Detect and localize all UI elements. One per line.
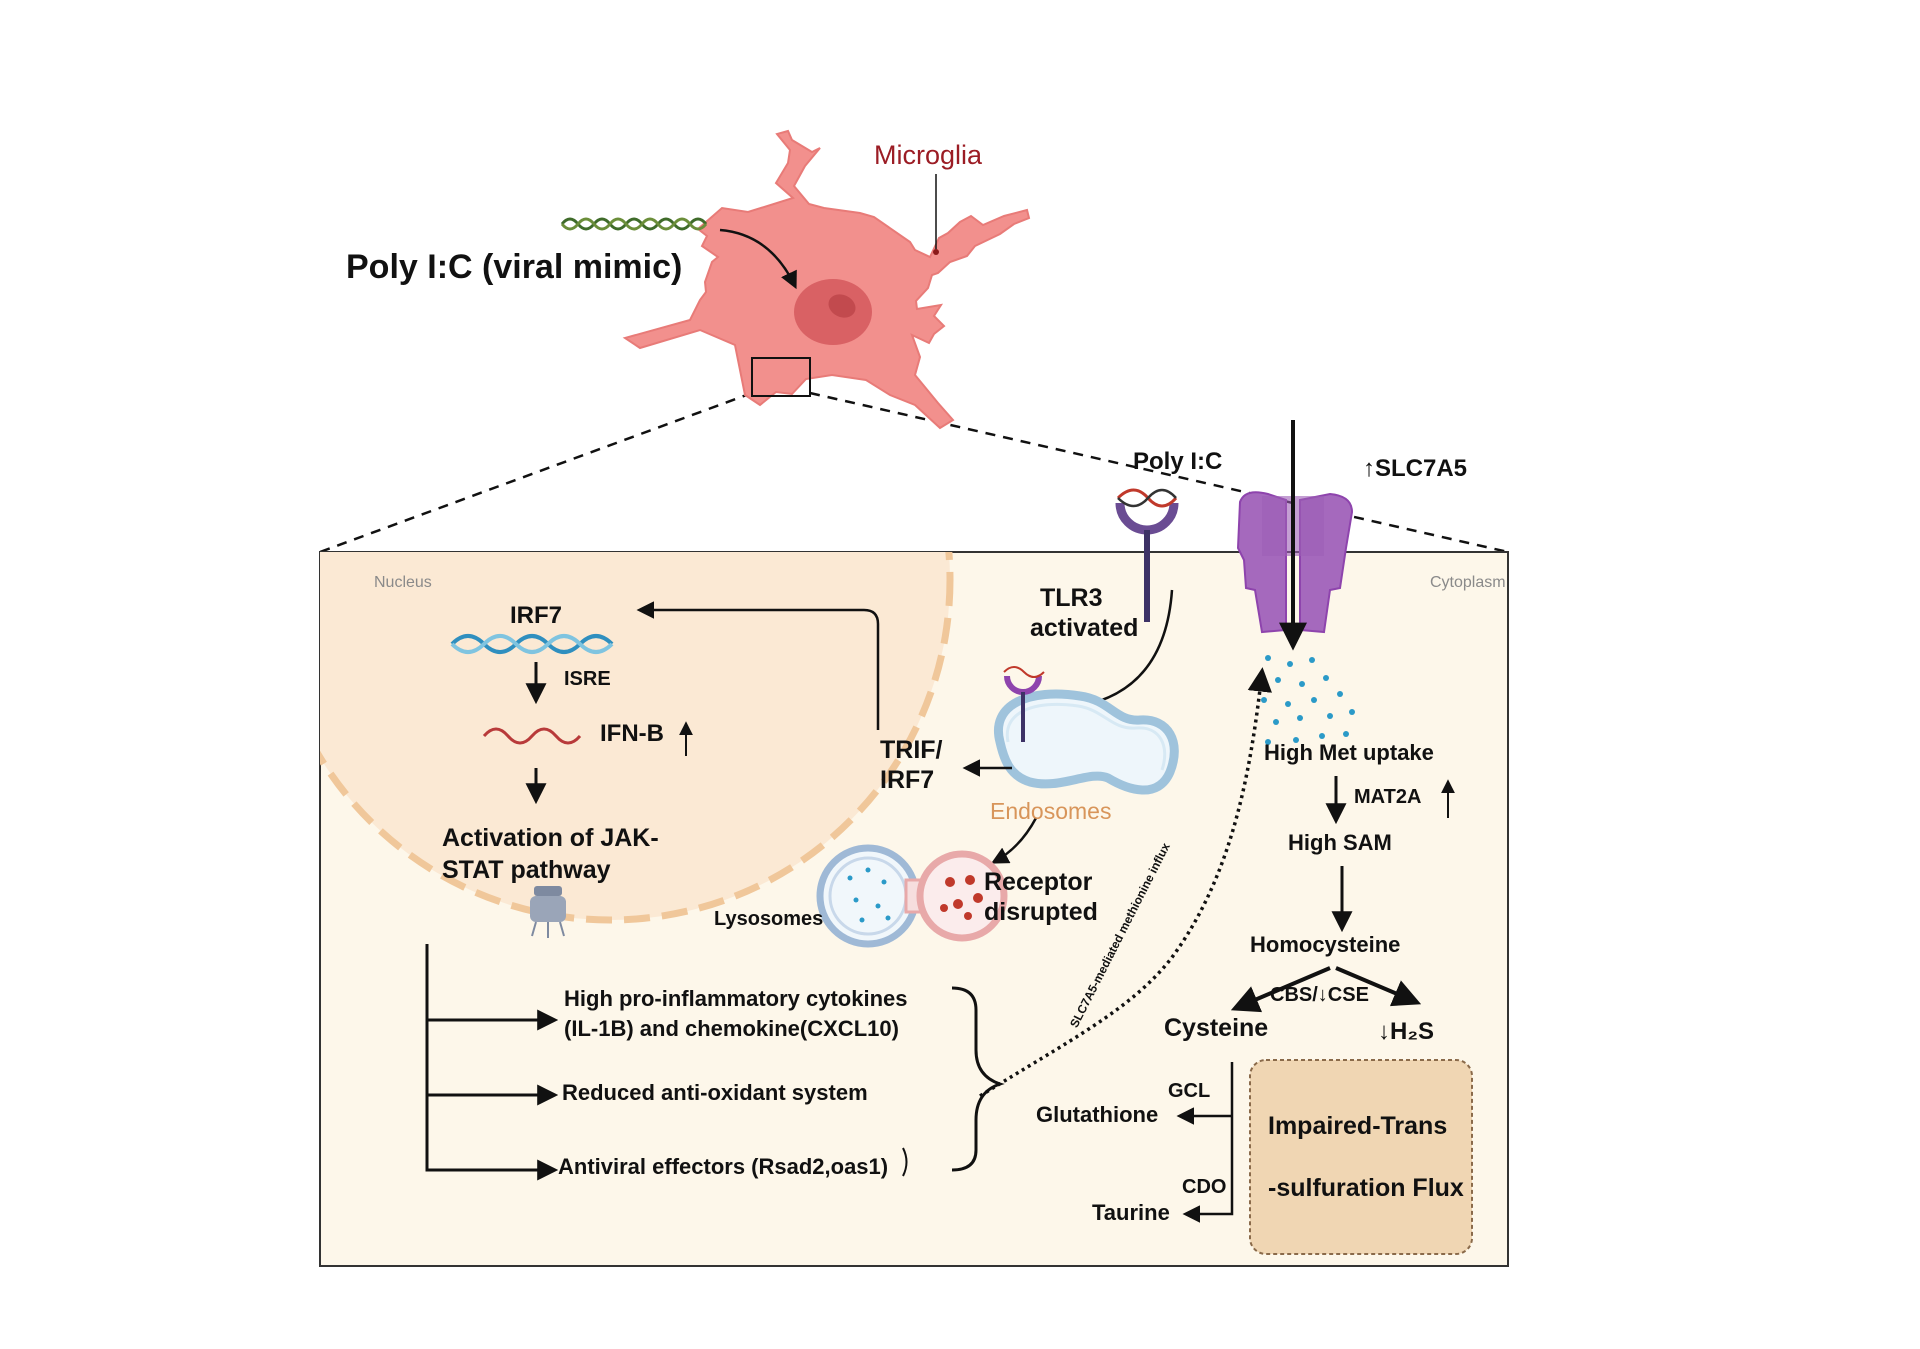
ifnb-label: IFN-B: [600, 720, 664, 747]
cytokines-label-line1: High pro-inflammatory cytokines: [564, 986, 908, 1011]
irf7-label: IRF7: [510, 602, 563, 629]
tlr3-label-line2: activated: [1030, 614, 1139, 642]
nuclear-envelope: [320, 552, 954, 924]
polyic-label: Poly I:C: [1133, 448, 1223, 475]
cbs-cse-label: CBS/↓CSE: [1270, 984, 1369, 1006]
jakstat-label-line2: STAT pathway: [442, 856, 611, 884]
receptor-label-line1: Receptor: [984, 868, 1093, 896]
homocysteine-to-h2s-arrow: [1335, 966, 1422, 1007]
microglia-pointer-dot: [933, 249, 939, 255]
endosome-icon: [994, 689, 1179, 795]
met-influx-dotted-arrow: [979, 667, 1273, 1098]
zoom-box: [751, 357, 811, 397]
jakstat-receptor-icon: [530, 886, 566, 938]
jakstat-label-line1: Activation of JAK-: [442, 824, 659, 852]
glutathione-label: Glutathione: [1036, 1102, 1159, 1127]
impaired-box: [1249, 1059, 1473, 1255]
tlr3-receptor-icon: [1115, 488, 1179, 622]
zoom-line-right: [809, 391, 1509, 554]
met-uptake-label: High Met uptake: [1264, 740, 1434, 765]
ifnb-mrna-icon: [482, 727, 582, 745]
high-sam-label: High SAM: [1288, 830, 1392, 855]
cytoplasm-label: Cytoplasm: [1430, 574, 1506, 591]
tlr3-label-line1: TLR3: [1040, 584, 1103, 612]
antiviral-label: Antiviral effectors (Rsad2,oas1): [558, 1154, 889, 1179]
h2s-label: ↓H₂S: [1378, 1018, 1435, 1045]
outcomes-bracket: [951, 986, 1005, 1172]
nucleus-region: [320, 552, 950, 920]
lysosome-icon: [816, 844, 1008, 948]
cysteine-label: Cysteine: [1164, 1014, 1269, 1042]
trif-label-line2: IRF7: [880, 766, 935, 794]
gcl-label: GCL: [1168, 1080, 1211, 1102]
methionine-dots: [1261, 655, 1355, 745]
receptor-label-line2: disrupted: [984, 898, 1098, 926]
polyic-title: Poly I:C (viral mimic): [346, 248, 683, 286]
irf7-dna-icon: [450, 634, 614, 654]
polyic-entry-arrow: [719, 228, 797, 290]
homocysteine-to-cysteine-arrow: [1230, 966, 1331, 1013]
homocysteine-label: Homocysteine: [1250, 932, 1401, 957]
impaired-label-line2: -sulfuration Flux: [1268, 1174, 1464, 1202]
endosomes-label: Endosomes: [990, 798, 1112, 824]
cysteine-branch-lines: [1182, 1062, 1234, 1223]
polyic-strand-icon: [560, 217, 708, 231]
microglia-label: Microglia: [874, 140, 983, 170]
isre-label: ISRE: [564, 668, 611, 690]
antiviral-close-paren: [902, 1147, 908, 1177]
cytokines-label-line2: (IL-1B) and chemokine(CXCL10): [564, 1016, 899, 1041]
trif-to-irf7-feedback-arrow: [636, 601, 880, 730]
taurine-label: Taurine: [1092, 1200, 1170, 1225]
mat2a-label: MAT2A: [1354, 786, 1422, 808]
cdo-label: CDO: [1182, 1176, 1227, 1198]
zoom-line-left: [319, 391, 753, 554]
endosome-to-receptor-arrow: [990, 817, 1038, 864]
microglia-cell: [622, 129, 1031, 430]
endosomal-tlr3-icon: [1003, 666, 1045, 742]
nucleus-label: Nucleus: [374, 574, 432, 591]
lysosomes-label: Lysosomes: [714, 908, 824, 930]
trif-label-line1: TRIF/: [880, 736, 943, 764]
antioxidant-label: Reduced anti-oxidant system: [562, 1080, 868, 1105]
impaired-label-line1: Impaired-Trans: [1268, 1112, 1448, 1140]
slc7a5-label: ↑SLC7A5: [1363, 455, 1468, 482]
